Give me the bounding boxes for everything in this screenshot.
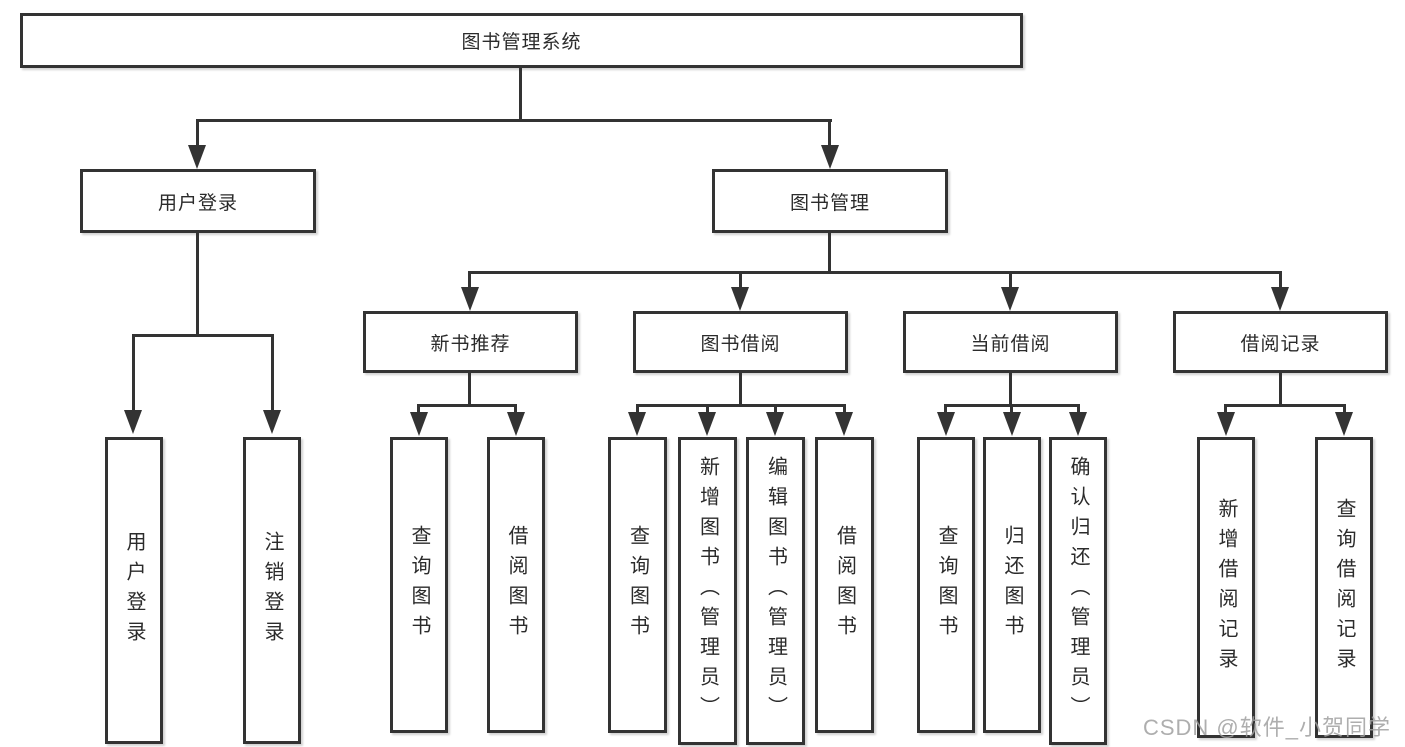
arrow-g5-left xyxy=(1217,412,1235,436)
leaf-edit-book-admin: 编辑图书（管理员） xyxy=(746,437,805,745)
arrow-to-user-login xyxy=(188,145,206,169)
connector-g3-1 xyxy=(636,404,639,414)
connector-to-user-login xyxy=(196,119,199,149)
arrow-g3-2 xyxy=(698,412,716,436)
connector-g2-right xyxy=(514,404,517,414)
leaf-logout-label: 注销登录 xyxy=(261,530,283,651)
arrow-g5-right xyxy=(1335,412,1353,436)
leaf-query-books-3: 查询图书 xyxy=(917,437,975,733)
connector-g4-1 xyxy=(944,404,947,414)
leaf-query-books-2-label: 查询图书 xyxy=(626,525,649,645)
connector-g3-3 xyxy=(774,404,777,414)
connector-g3-split xyxy=(636,404,846,407)
connector-g1-split xyxy=(132,334,274,337)
leaf-user-login-label: 用户登录 xyxy=(123,530,145,651)
connector-to-book-borrow xyxy=(739,271,742,289)
leaf-return-books-label: 归还图书 xyxy=(1001,525,1023,645)
leaf-add-borrow-record: 新增借阅记录 xyxy=(1197,437,1255,738)
connector-g5-right xyxy=(1343,404,1346,414)
connector-g5-split xyxy=(1224,404,1346,407)
leaf-borrow-books-2: 借阅图书 xyxy=(815,437,874,733)
connector-borrow-records-stem xyxy=(1279,373,1282,407)
connector-g4-3 xyxy=(1077,404,1080,414)
arrow-to-borrow-records xyxy=(1271,287,1289,311)
connector-g5-left xyxy=(1224,404,1227,414)
arrow-g2-right xyxy=(507,412,525,436)
leaf-add-book-admin: 新增图书（管理员） xyxy=(678,437,737,745)
connector-new-book-stem xyxy=(468,373,471,407)
leaf-query-borrow-record-label: 查询借阅记录 xyxy=(1333,497,1355,678)
arrow-g3-3 xyxy=(766,412,784,436)
arrow-to-current-borrow xyxy=(1001,287,1019,311)
arrow-g2-left xyxy=(410,412,428,436)
connector-g1-left xyxy=(132,334,135,412)
arrow-g1-right xyxy=(263,410,281,434)
leaf-query-borrow-record: 查询借阅记录 xyxy=(1315,437,1373,738)
arrow-g1-left xyxy=(124,410,142,434)
leaf-query-books-1: 查询图书 xyxy=(390,437,448,733)
connector-user-login-stem xyxy=(196,233,199,337)
node-book-borrowing: 图书借阅 xyxy=(633,311,848,373)
leaf-user-login: 用户登录 xyxy=(105,437,163,744)
leaf-add-book-admin-label: 新增图书（管理员） xyxy=(696,456,719,726)
leaf-return-books: 归还图书 xyxy=(983,437,1041,733)
leaf-borrow-books-1-label: 借阅图书 xyxy=(505,525,527,645)
csdn-watermark: CSDN @软件_小贺同学 xyxy=(1142,715,1391,740)
node-current-borrowing: 当前借阅 xyxy=(903,311,1118,373)
connector-to-current-borrow xyxy=(1009,271,1012,289)
connector-current-borrow-stem xyxy=(1009,373,1012,407)
connector-book-borrow-stem xyxy=(739,373,742,407)
connector-g3-2 xyxy=(706,404,709,414)
leaf-query-books-3-label: 查询图书 xyxy=(935,525,957,645)
leaf-add-borrow-record-label: 新增借阅记录 xyxy=(1215,497,1237,678)
arrow-g3-1 xyxy=(628,412,646,436)
connector-to-new-book xyxy=(468,271,471,289)
leaf-borrow-books-2-label: 借阅图书 xyxy=(833,525,856,645)
connector-to-borrow-records xyxy=(1279,271,1282,289)
leaf-edit-book-admin-label: 编辑图书（管理员） xyxy=(764,456,787,726)
leaf-confirm-return-admin: 确认归还（管理员） xyxy=(1049,437,1107,745)
arrow-to-book-management xyxy=(821,145,839,169)
node-book-management: 图书管理 xyxy=(712,169,948,233)
connector-g2-split xyxy=(417,404,517,407)
connector-g2-left xyxy=(417,404,420,414)
connector-g1-right xyxy=(271,334,274,412)
arrow-to-book-borrow xyxy=(731,287,749,311)
leaf-borrow-books-1: 借阅图书 xyxy=(487,437,545,733)
connector-to-book-management xyxy=(828,119,831,149)
arrow-g3-4 xyxy=(835,412,853,436)
connector-root-split xyxy=(196,119,832,122)
arrow-g4-1 xyxy=(937,412,955,436)
connector-root-stem xyxy=(519,68,522,121)
node-root: 图书管理系统 xyxy=(20,13,1023,68)
arrow-g4-2 xyxy=(1003,412,1021,436)
arrow-to-new-book xyxy=(461,287,479,311)
node-borrowing-records: 借阅记录 xyxy=(1173,311,1388,373)
leaf-logout: 注销登录 xyxy=(243,437,301,744)
leaf-query-books-2: 查询图书 xyxy=(608,437,667,733)
connector-g4-2 xyxy=(1010,404,1013,414)
leaf-confirm-return-admin-label: 确认归还（管理员） xyxy=(1067,456,1089,726)
connector-g3-4 xyxy=(843,404,846,414)
leaf-query-books-1-label: 查询图书 xyxy=(408,525,430,645)
arrow-g4-3 xyxy=(1069,412,1087,436)
node-new-book-recommendation: 新书推荐 xyxy=(363,311,578,373)
node-user-login: 用户登录 xyxy=(80,169,316,233)
connector-level3-split xyxy=(468,271,1282,274)
connector-book-management-stem xyxy=(828,233,831,273)
